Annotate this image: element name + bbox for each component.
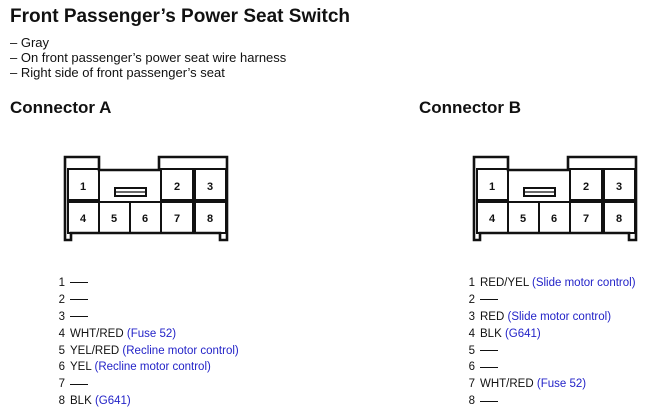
- pin-number: 7: [468, 378, 475, 391]
- pin-number: 5: [468, 344, 475, 357]
- pin-row: 4 BLK (G641): [464, 326, 636, 343]
- wire-color: WHT/RED: [480, 378, 534, 391]
- connector-b-cavity-7: [569, 201, 603, 234]
- pin-row: 2: [464, 292, 636, 309]
- pin-row: 6 YEL (Recline motor control): [54, 359, 239, 376]
- pin-row: 7 WHT/RED (Fuse 52): [464, 376, 636, 393]
- empty-pin-dash: [70, 299, 88, 301]
- circuit-note: (G641): [504, 327, 541, 340]
- connector-a-pin-5-label: 5: [111, 213, 117, 225]
- pin-number: 6: [58, 361, 65, 374]
- connector-a-pin-4-label: 4: [80, 213, 87, 225]
- circuit-note: (Fuse 52): [126, 327, 177, 340]
- empty-pin-dash: [480, 400, 498, 402]
- pin-number: 2: [58, 293, 65, 306]
- empty-pin-dash: [480, 299, 498, 301]
- connector-a-cavity-3: [194, 168, 227, 201]
- bullet-position: – Right side of front passenger’s seat: [10, 65, 225, 80]
- pin-number: 4: [468, 327, 475, 340]
- wire-color: RED: [480, 310, 505, 323]
- connector-a-pin-8-label: 8: [207, 213, 213, 225]
- wire-color: YEL/RED: [70, 344, 120, 357]
- pin-number: 8: [58, 395, 65, 408]
- pin-number: 5: [58, 344, 65, 357]
- pin-number: 1: [58, 277, 65, 289]
- pin-row: 8: [464, 393, 636, 410]
- connector-a-pin-3-label: 3: [207, 181, 213, 193]
- wire-color: WHT/RED: [70, 327, 124, 340]
- pin-number: 3: [58, 310, 65, 323]
- pin-row: 3: [54, 309, 239, 326]
- connector-b-pin-7-label: 7: [583, 213, 589, 225]
- connector-a-pin-7-label: 7: [174, 213, 180, 225]
- connector-a-pin-6-label: 6: [142, 213, 148, 225]
- empty-pin-dash: [70, 282, 88, 284]
- bullet-color: – Gray: [10, 35, 50, 50]
- wire-color: BLK: [480, 327, 502, 340]
- connector-a-pin-1-label: 1: [80, 181, 86, 193]
- connector-b-pin-5-label: 5: [520, 213, 526, 225]
- circuit-note: (Slide motor control): [507, 310, 612, 323]
- pin-row: 3 RED (Slide motor control): [464, 309, 636, 326]
- connector-b-face: 1 2 3 4 5 6 7 8: [472, 155, 638, 242]
- circuit-note: (Fuse 52): [536, 378, 587, 391]
- pin-number: 4: [58, 327, 65, 340]
- empty-pin-dash: [70, 316, 88, 318]
- pin-row: 5 YEL/RED (Recline motor control): [54, 343, 239, 360]
- empty-pin-dash: [480, 350, 498, 352]
- circuit-note: (G641): [94, 395, 131, 408]
- pin-row: 2: [54, 292, 239, 309]
- connector-b-cavity-8: [603, 201, 636, 234]
- pin-row: 6: [464, 359, 636, 376]
- connector-a-cavity-8: [194, 201, 227, 234]
- pin-number: 7: [58, 378, 65, 391]
- wire-color: BLK: [70, 395, 92, 408]
- connector-a-cavity-1: [67, 168, 100, 201]
- pin-number: 1: [468, 277, 475, 289]
- pin-number: 6: [468, 361, 475, 374]
- connector-a-face: 1 2 3 4 5 6 7 8: [63, 155, 229, 242]
- pin-row: 1: [54, 275, 239, 292]
- circuit-note: (Recline motor control): [94, 361, 211, 374]
- connector-a-pin-2-label: 2: [174, 181, 180, 193]
- connector-b-cavity-1: [476, 168, 509, 201]
- circuit-note: (Slide motor control): [532, 277, 636, 289]
- connector-b-pin-1-label: 1: [489, 181, 495, 193]
- pin-row: 1 RED/YEL (Slide motor control): [464, 275, 636, 292]
- connector-b-pin-3-label: 3: [616, 181, 622, 193]
- connector-a-cavity-2: [160, 168, 194, 201]
- pin-number: 3: [468, 310, 475, 323]
- connector-a-cavity-7: [160, 201, 194, 234]
- connector-a-pin-list: 1 2 3 4 WHT/RED (Fuse 52) 5 YEL/RED (Recli…: [54, 275, 239, 410]
- wire-color: YEL: [70, 361, 92, 374]
- connector-b-pin-2-label: 2: [583, 181, 589, 193]
- empty-pin-dash: [480, 366, 498, 368]
- pin-row: 5: [464, 343, 636, 360]
- page-title: Front Passenger’s Power Seat Switch: [10, 6, 350, 27]
- connector-b-pin-list: 1 RED/YEL (Slide motor control) 2 3 RED (S…: [464, 275, 636, 410]
- pin-row: 4 WHT/RED (Fuse 52): [54, 326, 239, 343]
- pin-row: 8 BLK (G641): [54, 393, 239, 410]
- connector-b-heading: Connector B: [419, 98, 521, 117]
- wire-color: RED/YEL: [480, 277, 529, 289]
- pin-number: 8: [468, 395, 475, 408]
- circuit-note: (Recline motor control): [122, 344, 239, 357]
- connector-b-cavity-2: [569, 168, 603, 201]
- empty-pin-dash: [70, 383, 88, 385]
- connector-b-pin-4-label: 4: [489, 213, 496, 225]
- bullet-location: – On front passenger’s power seat wire h…: [10, 50, 287, 65]
- pin-row: 7: [54, 376, 239, 393]
- pin-number: 2: [468, 293, 475, 306]
- connector-b-cavity-3: [603, 168, 636, 201]
- connector-b-pin-6-label: 6: [551, 213, 557, 225]
- connector-b-pin-8-label: 8: [616, 213, 622, 225]
- connector-a-heading: Connector A: [10, 98, 112, 117]
